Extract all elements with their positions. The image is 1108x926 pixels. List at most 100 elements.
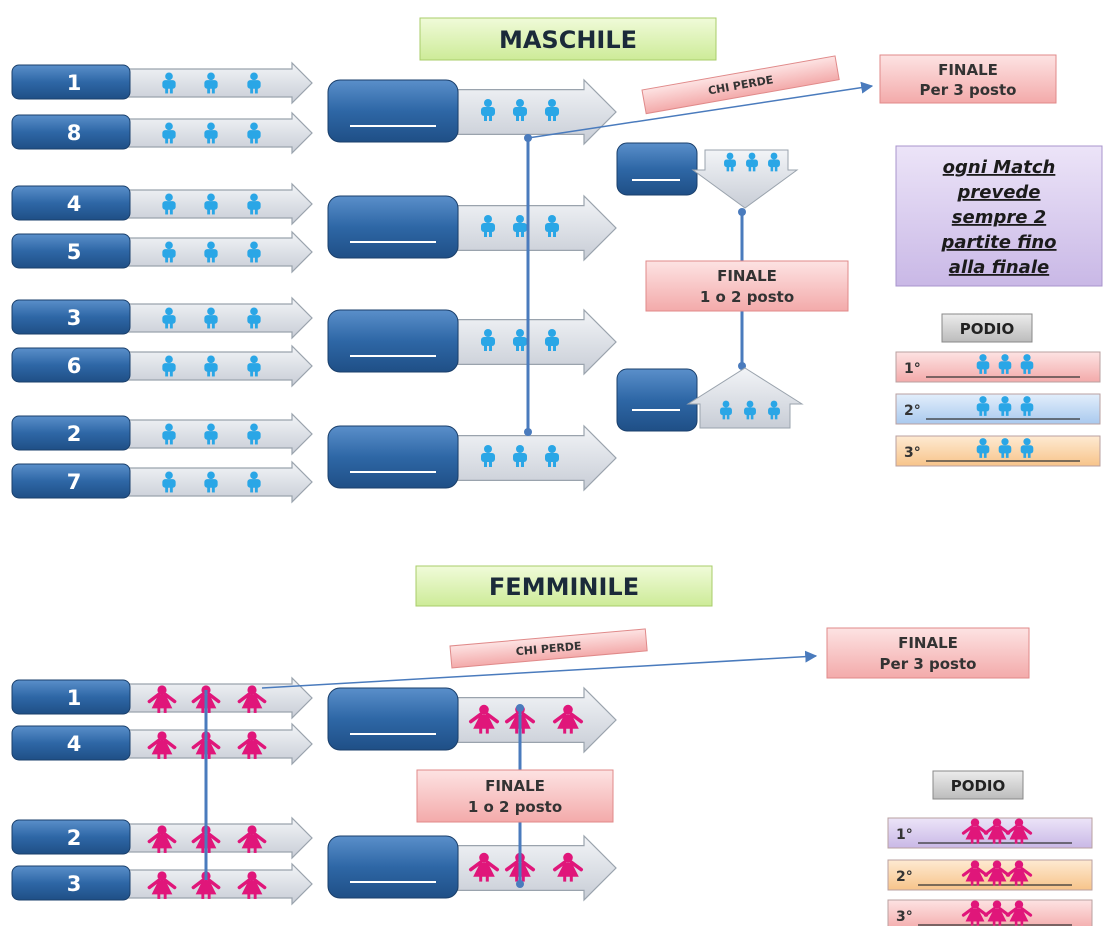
- maschile-loser-label-box: CHI PERDE: [641, 55, 840, 115]
- female-player-icon: [1005, 860, 1033, 886]
- maschile-final-first-box: [645, 260, 849, 312]
- maschile-note-box: [895, 145, 1103, 287]
- note-line: sempre 2: [952, 207, 1046, 228]
- male-player-icon: [998, 354, 1012, 374]
- male-player-icon: [247, 355, 261, 377]
- male-player-icon: [247, 307, 261, 329]
- female-player-icon: [237, 731, 267, 759]
- bracket-arrow: [127, 61, 313, 105]
- female-player-icon: [961, 818, 989, 844]
- bracket-arrow: [457, 424, 617, 492]
- male-player-icon: [247, 72, 261, 94]
- seed-number: 5: [67, 240, 82, 264]
- seed-number: 7: [67, 470, 82, 494]
- bracket-arrow: [127, 862, 313, 906]
- male-player-icon: [481, 445, 495, 467]
- male-player-icon: [976, 438, 990, 458]
- seed-number: 2: [67, 422, 82, 446]
- winner-slot-box: [327, 687, 459, 751]
- male-player-icon: [162, 241, 176, 263]
- podio-row: 1°: [887, 817, 1093, 849]
- maschile-semifinals: [327, 78, 617, 492]
- female-player-icon: [147, 685, 177, 713]
- male-player-icon: [720, 400, 732, 420]
- bracket-arrow: [127, 412, 313, 456]
- male-player-icon: [204, 355, 218, 377]
- femminile-loser-label: CHI PERDE: [515, 640, 582, 659]
- maschile-loser-arrow: [527, 81, 874, 139]
- female-player-icon: [553, 704, 583, 734]
- seed-box: 2: [11, 819, 131, 855]
- podio-position: 3°: [896, 909, 913, 925]
- male-player-icon: [204, 193, 218, 215]
- male-player-icon: [513, 445, 527, 467]
- bracket-arrow: [457, 78, 617, 146]
- bracket-arrow: [127, 296, 313, 340]
- podio-row: 3°: [887, 899, 1093, 926]
- podio-position: 2°: [904, 403, 921, 419]
- male-player-icon: [162, 355, 176, 377]
- seed-box: 7: [11, 463, 131, 499]
- maschile-finalist-bottom: [616, 367, 804, 432]
- female-player-icon: [147, 871, 177, 899]
- male-player-icon: [746, 152, 758, 172]
- female-player-icon: [147, 731, 177, 759]
- maschile-note: ogni Match prevede sempre 2 partite fino all…: [940, 157, 1056, 278]
- male-player-icon: [162, 122, 176, 144]
- femminile-final-first-box: [416, 769, 614, 823]
- seed-box: 6: [11, 347, 131, 383]
- winner-slot-box: [327, 309, 459, 373]
- male-player-icon: [162, 307, 176, 329]
- note-line: partite fino: [940, 232, 1056, 253]
- note-line: prevede: [956, 182, 1040, 203]
- male-player-icon: [513, 215, 527, 237]
- femminile-final-third-box: [826, 627, 1030, 679]
- male-player-icon: [545, 445, 559, 467]
- seed-number: 1: [67, 71, 82, 95]
- note-line: ogni Match: [943, 157, 1056, 178]
- winner-slot-box: [327, 835, 459, 899]
- femminile-final-third-line1: FINALE: [898, 634, 958, 652]
- connector-dot: [738, 362, 746, 370]
- bracket-arrow: [127, 230, 313, 274]
- bracket-arrow: [457, 686, 617, 754]
- male-player-icon: [998, 438, 1012, 458]
- podio-row: 1°: [895, 351, 1101, 383]
- male-player-icon: [513, 99, 527, 121]
- femminile-podio: 1°2°3°: [887, 817, 1093, 926]
- male-player-icon: [204, 423, 218, 445]
- maschile-final-first-line2: 1 o 2 posto: [700, 288, 794, 306]
- note-line: alla finale: [949, 257, 1049, 278]
- femminile-final-third-line2: Per 3 posto: [880, 655, 977, 673]
- maschile-final-first-line1: FINALE: [717, 267, 777, 285]
- maschile-title: MASCHILE: [499, 26, 637, 54]
- male-player-icon: [768, 152, 780, 172]
- seed-box: 3: [11, 299, 131, 335]
- female-player-icon: [147, 825, 177, 853]
- seed-number: 8: [67, 121, 82, 145]
- male-player-icon: [768, 400, 780, 420]
- femminile-final-first-line2: 1 o 2 posto: [468, 798, 562, 816]
- male-player-icon: [162, 471, 176, 493]
- female-player-icon: [553, 852, 583, 882]
- male-player-icon: [247, 471, 261, 493]
- seed-box: 3: [11, 865, 131, 901]
- female-player-icon: [237, 825, 267, 853]
- maschile-podio: 1°2°3°: [895, 351, 1101, 467]
- podio-position: 1°: [904, 361, 921, 377]
- bracket-arrow: [457, 834, 617, 902]
- connector-dot: [516, 880, 524, 888]
- male-player-icon: [204, 122, 218, 144]
- connector-dot: [516, 704, 524, 712]
- seed-number: 1: [67, 686, 82, 710]
- podio-position: 1°: [896, 827, 913, 843]
- bracket-arrow: [457, 308, 617, 376]
- male-player-icon: [545, 99, 559, 121]
- down-arrow: [691, 149, 799, 209]
- seed-number: 2: [67, 826, 82, 850]
- maschile-podio-title-box: [941, 313, 1033, 343]
- male-player-icon: [481, 99, 495, 121]
- male-player-icon: [247, 122, 261, 144]
